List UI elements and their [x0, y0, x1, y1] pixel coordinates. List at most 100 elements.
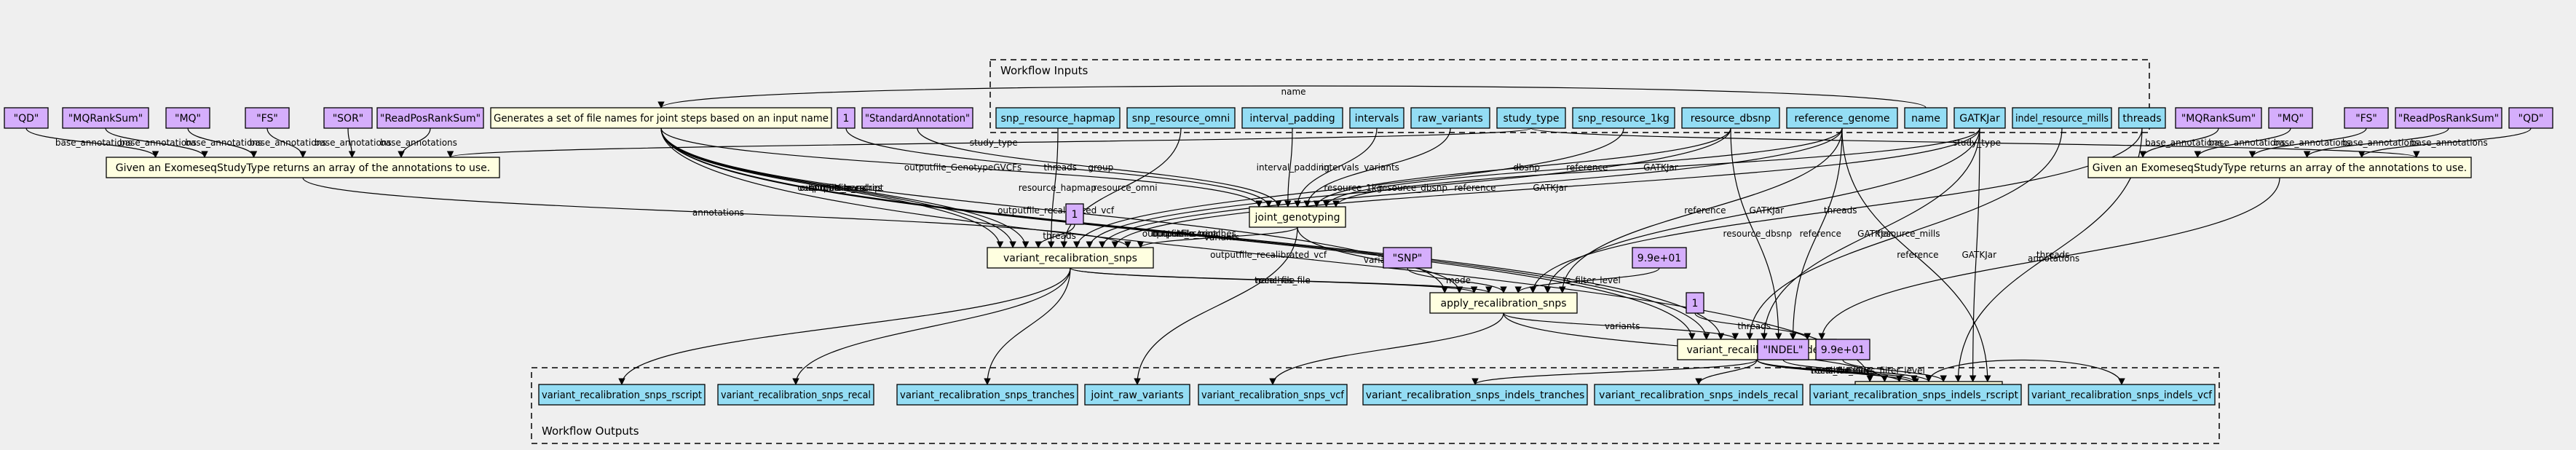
node-name[interactable]: name [1904, 107, 1948, 129]
edge-label: ts_filter_level [1867, 366, 1924, 376]
node-o-rscript[interactable]: variant_recalibration_snps_rscript [538, 384, 706, 406]
node-gatkjar[interactable]: GATKJar [1953, 107, 2006, 129]
node-mqrs-l[interactable]: "MQRankSum" [62, 107, 149, 129]
node-o-i-rscript[interactable]: variant_recalibration_snps_indels_rscrip… [1809, 384, 2022, 406]
node-o-recal[interactable]: variant_recalibration_snps_recal [717, 384, 874, 406]
node-label: "MQ" [2277, 113, 2304, 125]
node-rprs-l[interactable]: "ReadPosRankSum" [376, 107, 484, 129]
edge-label: outputfile_tranches [1152, 229, 1236, 239]
edge-snp_1kg-vr_snps [1073, 127, 1624, 248]
edge-label: study_type [970, 138, 1018, 148]
edge-label: reference [1684, 205, 1726, 216]
node-snp-1kg[interactable]: snp_resource_1kg [1572, 107, 1675, 129]
node-mq-l[interactable]: "MQ" [165, 107, 210, 129]
node-qd-l[interactable]: "QD" [4, 107, 49, 129]
edge-joint-o_joint [1134, 226, 1298, 385]
node-snp-omni[interactable]: snp_resource_omni [1126, 107, 1236, 129]
node-label: intervals [1355, 113, 1399, 125]
edge-label: resource_1kg [1324, 183, 1382, 193]
edge-vr_snps-o_recal [792, 267, 1071, 385]
edge-name-genfn [657, 85, 1927, 108]
node-box [1362, 384, 1588, 406]
node-sor-l[interactable]: "SOR" [323, 107, 373, 129]
node-fs-l[interactable]: "FS" [245, 107, 290, 129]
node-genfn[interactable]: Generates a set of file names for joint … [490, 107, 832, 129]
node-o-joint[interactable]: joint_raw_variants [1084, 384, 1190, 406]
edge-apply_snps-o_vcf [1269, 312, 1504, 385]
edge-genfn-joint [660, 127, 1263, 208]
edge-res_dbsnp-joint [1313, 127, 1731, 208]
workflow-outputs-cluster-label: Workflow Outputs [542, 425, 639, 438]
node-exome-l[interactable]: Given an ExomeseqStudyType returns an ar… [106, 157, 500, 178]
node-box [2344, 107, 2389, 129]
node-num99a[interactable]: 9.9e+01 [1632, 247, 1687, 269]
node-label: "ReadPosRankSum" [380, 113, 481, 125]
edge-vr_snps-o_tranches [984, 267, 1071, 385]
node-res-dbsnp[interactable]: resource_dbsnp [1681, 107, 1780, 129]
node-ref-genome[interactable]: reference_genome [1786, 107, 1898, 129]
node-qd-r[interactable]: "QD" [2508, 107, 2553, 129]
node-one-b[interactable]: 1 [1065, 203, 1084, 225]
edge-vr_indels-o_i_recal [1695, 359, 1758, 385]
node-box [2508, 107, 2553, 129]
edge-label: base_annotations [2208, 138, 2285, 148]
node-indel-mills[interactable]: indel_resource_mills [2012, 107, 2112, 129]
edge-label: name [1281, 87, 1305, 97]
node-num99b[interactable]: 9.9e+01 [1815, 339, 1870, 360]
node-one-a[interactable]: 1 [837, 107, 856, 129]
edge-label: reference [1800, 229, 1841, 239]
edge-mq_l-exome_l [187, 127, 258, 158]
node-rprs-r[interactable]: "ReadPosRankSum" [2395, 107, 2502, 129]
node-intervals[interactable]: intervals [1349, 107, 1404, 129]
node-label: variant_recalibration_snps [1003, 253, 1137, 264]
node-interval-padding[interactable]: interval_padding [1241, 107, 1343, 129]
edge-joint-vr_snps [1137, 226, 1298, 248]
edge-label: reference [1566, 162, 1608, 173]
edge-intervals-joint [1294, 127, 1378, 208]
node-label: reference_genome [1794, 113, 1889, 125]
node-joint[interactable]: joint_genotyping [1249, 206, 1346, 228]
node-raw-variants[interactable]: raw_variants [1410, 107, 1490, 129]
node-study-type[interactable]: study_type [1496, 107, 1566, 129]
node-snp-lit[interactable]: "SNP" [1383, 247, 1432, 269]
node-apply-snps[interactable]: apply_recalibration_snps [1429, 292, 1578, 314]
node-label: snp_resource_omni [1132, 113, 1230, 125]
node-label: GATKJar [1959, 113, 2000, 125]
node-label: 1 [1692, 298, 1699, 309]
node-label: 1 [1072, 209, 1078, 221]
node-fs-r[interactable]: "FS" [2344, 107, 2389, 129]
edge-raw_variants-joint [1303, 127, 1451, 208]
node-box [1249, 206, 1346, 228]
node-label: Given an ExomeseqStudyType returns an ar… [2093, 162, 2467, 174]
node-label: variant_recalibration_snps_indels_vcf [2031, 390, 2213, 401]
edge-vr_snps-o_rscript [618, 267, 1071, 385]
node-one-c[interactable]: 1 [1686, 292, 1704, 314]
edge-exome_l-vr_snps [302, 177, 1131, 248]
node-indel-lit[interactable]: "INDEL" [1757, 339, 1809, 360]
node-label: raw_variants [1418, 113, 1483, 125]
node-box [1786, 107, 1898, 129]
node-vr-indels[interactable]: variant_recalibration_indels [1677, 339, 1837, 360]
node-vr-snps[interactable]: variant_recalibration_snps [987, 247, 1154, 269]
node-label: "QD" [2518, 113, 2544, 125]
node-box [1594, 384, 1803, 406]
node-exome-r[interactable]: Given an ExomeseqStudyType returns an ar… [2087, 157, 2472, 178]
node-mq-r[interactable]: "MQ" [2268, 107, 2313, 129]
edge-genfn-vr_indels [660, 127, 1725, 340]
node-o-i-tranches[interactable]: variant_recalibration_snps_indels_tranch… [1362, 384, 1588, 406]
node-label: variant_recalibration_snps_vcf [1201, 390, 1345, 401]
node-o-vcf[interactable]: variant_recalibration_snps_vcf [1198, 384, 1348, 406]
node-threads[interactable]: threads [2118, 107, 2166, 129]
edge-vr_indels-o_i_tranches [1471, 359, 1758, 385]
edge-label: threads [1824, 205, 1857, 216]
node-o-i-recal[interactable]: variant_recalibration_snps_indels_recal [1594, 384, 1803, 406]
edge-label: outputfile_recalibrated_vcf [1210, 250, 1327, 260]
edge-snp_omni-vr_snps [1060, 127, 1182, 248]
node-snp-hapmap[interactable]: snp_resource_hapmap [995, 107, 1121, 129]
node-label: "ReadPosRankSum" [2398, 113, 2499, 125]
node-o-tranches[interactable]: variant_recalibration_snps_tranches [896, 384, 1078, 406]
node-mqrs-r[interactable]: "MQRankSum" [2175, 107, 2262, 129]
node-stdann[interactable]: "StandardAnnotation" [861, 107, 973, 129]
node-label: "MQRankSum" [2181, 113, 2256, 125]
node-o-i-vcf[interactable]: variant_recalibration_snps_indels_vcf [2028, 384, 2216, 406]
